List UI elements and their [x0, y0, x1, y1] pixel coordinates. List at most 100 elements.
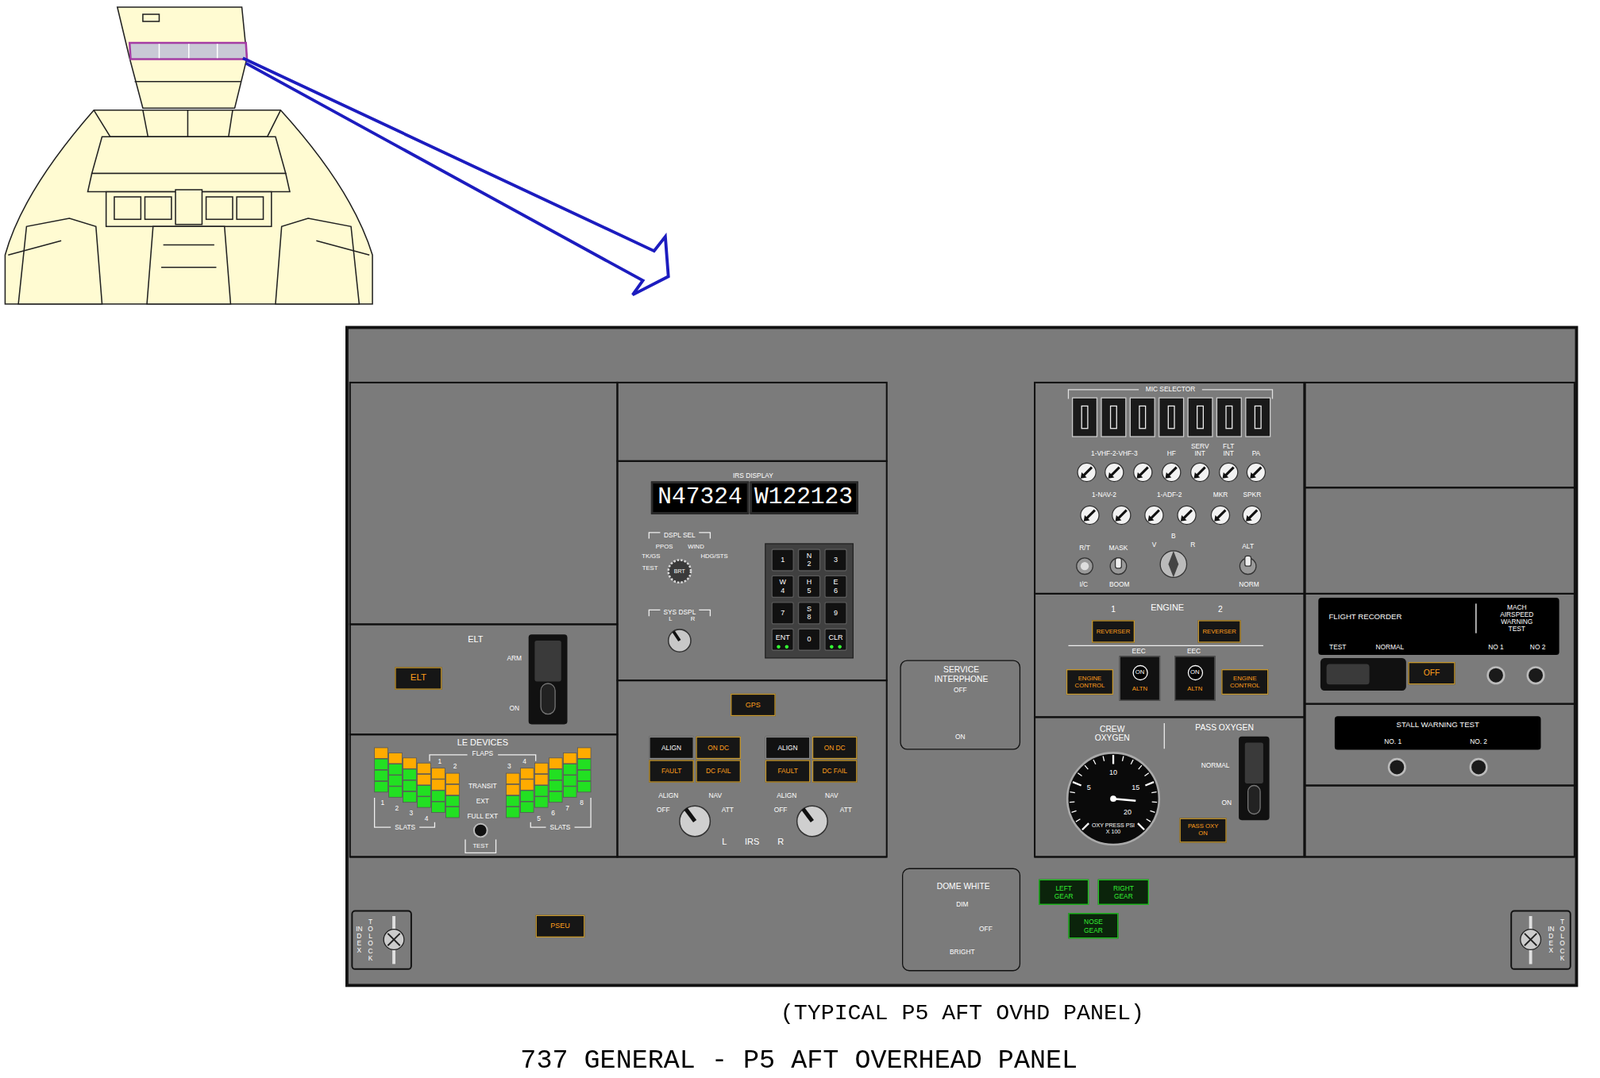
node-text: ENGINE: [1150, 603, 1184, 614]
panel-label: TK/GS: [641, 552, 660, 560]
le-device-light: [534, 797, 548, 808]
cockpit-illustration: [4, 110, 373, 305]
panel-label: WIND: [687, 543, 705, 551]
panel-label: PA: [1252, 449, 1261, 457]
cockpit-illustration: [4, 7, 373, 305]
panel-module: CREW OXYGENPASS OXYGENPASS OXY ON: [1034, 717, 1304, 857]
mic-button: [1197, 405, 1204, 428]
module-grid: [1305, 704, 1575, 787]
keypad-key: 7: [771, 601, 795, 625]
recorder-controls: [1320, 658, 1544, 776]
panel-label: 3: [409, 809, 414, 818]
module-grid: [1034, 855, 1575, 858]
index-lock: [383, 929, 405, 951]
panel-label: SERV INT: [1187, 443, 1213, 458]
volume-knob: [1253, 467, 1261, 476]
panel-label: OFF: [656, 806, 671, 814]
node-text: NOSE GEAR: [1083, 918, 1103, 934]
panel-label: ALIGN: [658, 792, 679, 800]
recorder-controls: [1470, 759, 1488, 776]
oxygen-controls: [1248, 786, 1261, 815]
cockpit-illustration: [134, 80, 242, 83]
diagram-caption: (TYPICAL P5 AFT OVHD PANEL): [780, 1002, 1145, 1027]
panel-label: 2: [1218, 605, 1223, 615]
cockpit-illustration: [7, 240, 370, 255]
le-device-light: [520, 790, 534, 802]
engine-divider: [1067, 645, 1263, 647]
volume-knob: [1133, 462, 1153, 482]
elt-switch: [540, 683, 556, 715]
gauge-hub: [1110, 795, 1117, 802]
module-grid: [1034, 717, 1304, 857]
volume-knob: [1105, 462, 1124, 482]
module-grid: [350, 382, 1575, 858]
volume-knob: [1118, 510, 1126, 519]
node-text: DC FAIL: [821, 767, 848, 775]
le-device-light: [548, 791, 563, 802]
panel-label: FLAPS: [472, 749, 494, 757]
mic-button: [1216, 397, 1242, 437]
node-text: LE DEVICES: [457, 738, 509, 748]
mic-button: [1159, 397, 1184, 437]
node-text: S 8: [806, 605, 812, 621]
index-lock: [351, 911, 412, 970]
panel-module: IRSGPSALIGNON DCFAULTDC FAILALIGNON DCFA…: [616, 680, 887, 857]
panel-label: HF: [1167, 449, 1176, 457]
annunciator-light: LEFT GEAR: [1038, 879, 1089, 906]
volume-knob: [1219, 462, 1238, 482]
panel-label: TO LOCK: [1558, 917, 1566, 962]
node-text: PSEU: [550, 922, 570, 931]
keypad-key: 0: [798, 628, 821, 652]
panel-label: SLATS: [550, 824, 571, 832]
le-device-light: [431, 779, 446, 791]
panel-label: OFF: [774, 806, 788, 814]
node-text: MIC SELECTOR: [1145, 385, 1196, 393]
module-grid: [616, 382, 887, 462]
panel-label: R: [690, 616, 696, 623]
panel-label: ALIGN: [776, 792, 797, 800]
mic-button: [1139, 405, 1146, 428]
gauge-tick: [1152, 801, 1157, 803]
cockpit-illustration: [228, 110, 233, 137]
gauge-tick: [1145, 782, 1154, 786]
cockpit-illustration: [117, 7, 247, 108]
panel-label: 7: [565, 804, 570, 812]
node-text: FAULT: [661, 767, 682, 775]
node-text: ENGINE CONTROL: [1075, 675, 1106, 690]
oxygen-controls: [1164, 723, 1165, 749]
panel-label: NO 2: [1530, 643, 1546, 651]
annunciator-light: REVERSER: [1091, 620, 1135, 643]
panel-label: BRIGHT: [949, 948, 976, 956]
elt-switch: [528, 634, 568, 725]
panel-label: FULL EXT: [466, 812, 498, 820]
gauge-tick: [1093, 759, 1096, 765]
node-text: ALIGN: [778, 744, 799, 752]
node-text: CREW OXYGEN: [1087, 725, 1138, 745]
module-grid: [350, 624, 618, 735]
gauge-tick: [1145, 773, 1149, 777]
volume-knob: [1222, 472, 1230, 479]
le-device-light: [577, 759, 591, 770]
module-grid: [1305, 487, 1575, 594]
eec-switch: ONALTN: [1119, 655, 1161, 702]
panel-label: EXT: [476, 797, 490, 805]
le-device-light: [577, 781, 591, 792]
panel-label: ON: [1221, 799, 1232, 807]
node-text: GPS: [745, 701, 761, 710]
gauge-tick: [1075, 819, 1080, 822]
node-text: 1: [780, 556, 785, 565]
cockpit-illustration: [144, 196, 171, 220]
le-device-light: [417, 774, 432, 785]
mic-switches: [1160, 551, 1187, 578]
panel-label: 3: [507, 763, 512, 771]
cockpit-illustration: [216, 43, 219, 58]
node-text: W122123: [754, 485, 853, 512]
gauge-tick: [1082, 823, 1089, 830]
panel-module: DOME WHITE: [902, 868, 1021, 972]
annunciator-light: GPS: [730, 693, 776, 717]
cockpit-illustration: [188, 43, 190, 58]
diagram-title: 737 GENERAL - P5 AFT OVERHEAD PANEL: [520, 1046, 1078, 1076]
volume-knob: [1080, 472, 1088, 479]
panel-label: NAV: [825, 792, 839, 800]
